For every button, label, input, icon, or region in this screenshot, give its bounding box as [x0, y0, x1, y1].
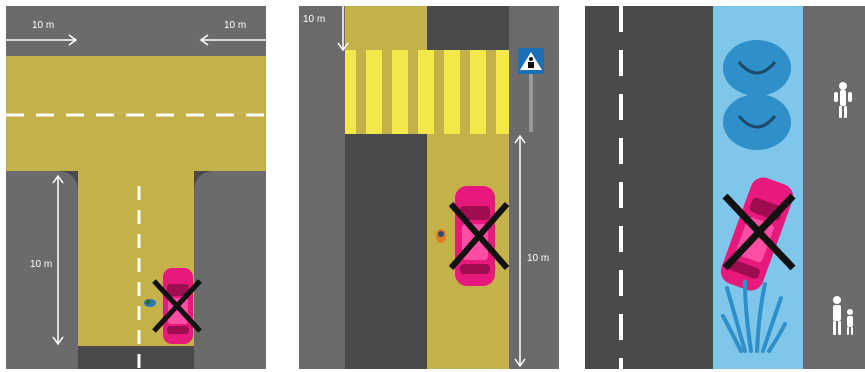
arrow-top-head [337, 42, 349, 52]
prohibited-cross-icon [152, 279, 202, 333]
pedestrian-adult-child-icon [833, 296, 853, 335]
label-side: 10 m [30, 259, 52, 270]
sign-pole [529, 74, 533, 132]
label-top-right: 10 m [224, 20, 246, 31]
crosswalk [345, 50, 509, 134]
sidewalk-right [194, 171, 266, 369]
pedestrian-symbol-icon [834, 82, 852, 118]
sidewalk-top [6, 6, 266, 56]
pedestrian-crossing-diagram: 10 m 10 m [299, 6, 559, 369]
sidewalk-left [299, 6, 345, 369]
bush-icon [723, 40, 791, 96]
arrow-vertical-head-bottom [52, 336, 64, 346]
bicycle-lane-diagram [585, 6, 865, 369]
arrow-vertical-head-top [52, 174, 64, 184]
pedestrian-icon [144, 299, 156, 307]
label-side: 10 m [527, 253, 549, 264]
panel-bicycle-lane [585, 6, 865, 369]
arrow-vertical-head-bottom [514, 358, 526, 368]
arrow-top-left-head [68, 34, 78, 46]
bush-icon [723, 94, 791, 150]
label-top-left: 10 m [32, 20, 54, 31]
label-top: 10 m [303, 14, 325, 25]
panel-t-junction: 10 m 10 m 10 m [6, 6, 266, 369]
sidewalk-left [6, 171, 78, 369]
pedestrian-crossing-sign-icon [518, 48, 544, 74]
arrow-top-right-head [199, 34, 209, 46]
car-icon [455, 186, 495, 286]
tall-grass-icon [721, 280, 787, 353]
arrow-vertical-head-top [514, 134, 526, 144]
prohibited-cross-icon [448, 202, 510, 270]
prohibited-cross-icon [722, 193, 796, 271]
panel-pedestrian-crossing: 10 m 10 m [299, 6, 559, 369]
t-junction-diagram: 10 m 10 m 10 m [6, 6, 266, 369]
pedestrian-icon [436, 229, 446, 243]
crosswalk-stripes [356, 50, 496, 134]
